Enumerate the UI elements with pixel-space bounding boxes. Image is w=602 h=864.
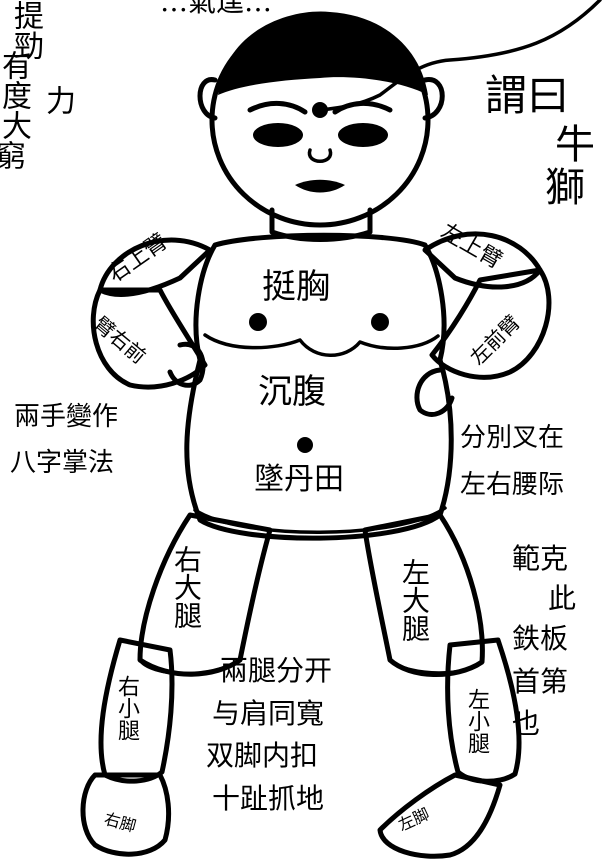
eye-right (338, 123, 388, 147)
right-line-2: 牛 (555, 122, 595, 168)
right-calf-label: 右小腿 (114, 675, 139, 741)
legs-note-2: 与肩同寬 (212, 697, 325, 730)
legs-note-4: 十趾抓地 (212, 782, 325, 815)
right-ear (422, 77, 445, 121)
hair-cap (218, 11, 428, 95)
forehead-mark (312, 102, 328, 118)
side-note-5: 也 (512, 707, 541, 740)
right-calf-shape (98, 637, 175, 784)
left-knee (388, 658, 484, 675)
top-left-col-4: 窮 (0, 140, 25, 170)
dantian-label: 墜丹田 (254, 462, 344, 497)
left-forearm-shape (429, 267, 552, 380)
mouth (295, 179, 345, 193)
top-left-col-2: 有度大 (0, 50, 31, 140)
side-note-1: 範克 (512, 542, 569, 575)
right-hand (167, 341, 206, 388)
waist-note-1: 分別叉在 (460, 423, 565, 453)
brow-right (332, 101, 393, 115)
belly-label: 沉腹 (258, 372, 326, 412)
neck (269, 207, 373, 242)
right-line-3: 獅 (545, 165, 585, 211)
right-foot-shape (80, 772, 172, 857)
right-forearm-shape (90, 287, 208, 390)
top-left-col-3: 力 (40, 85, 75, 115)
side-note-3: 鉄板 (512, 622, 569, 655)
left-calf-label: 左小腿 (464, 688, 489, 754)
waist-note-2: 左右腰际 (460, 470, 565, 500)
right-thigh-label: 右大腿 (170, 545, 203, 629)
top-left-col-1: 提勁 (8, 0, 43, 60)
left-ear (197, 77, 218, 121)
nipple-right (371, 313, 389, 331)
hands-note-2: 八字掌法 (10, 448, 115, 478)
chest-label: 挺胸 (262, 267, 330, 307)
brow-left (247, 101, 308, 115)
legs-note-1: 兩腿分开 (220, 654, 333, 687)
side-note-4: 首第 (512, 665, 569, 698)
right-knee (138, 658, 242, 676)
nipple-left (249, 313, 267, 331)
chest-line (203, 333, 440, 357)
navel (297, 437, 313, 453)
left-hand (414, 367, 455, 417)
legs-note-3: 双脚内扣 (206, 739, 319, 772)
top-partial-text: …氣逞… (160, 0, 273, 18)
hands-note-1: 兩手變作 (14, 402, 119, 432)
left-foot-shape (377, 772, 503, 859)
nose (307, 148, 333, 163)
side-note-2: 此 (548, 582, 577, 615)
eye-left (253, 123, 303, 147)
left-thigh-label: 左大腿 (398, 558, 431, 642)
right-title: 謂曰 (485, 71, 570, 120)
